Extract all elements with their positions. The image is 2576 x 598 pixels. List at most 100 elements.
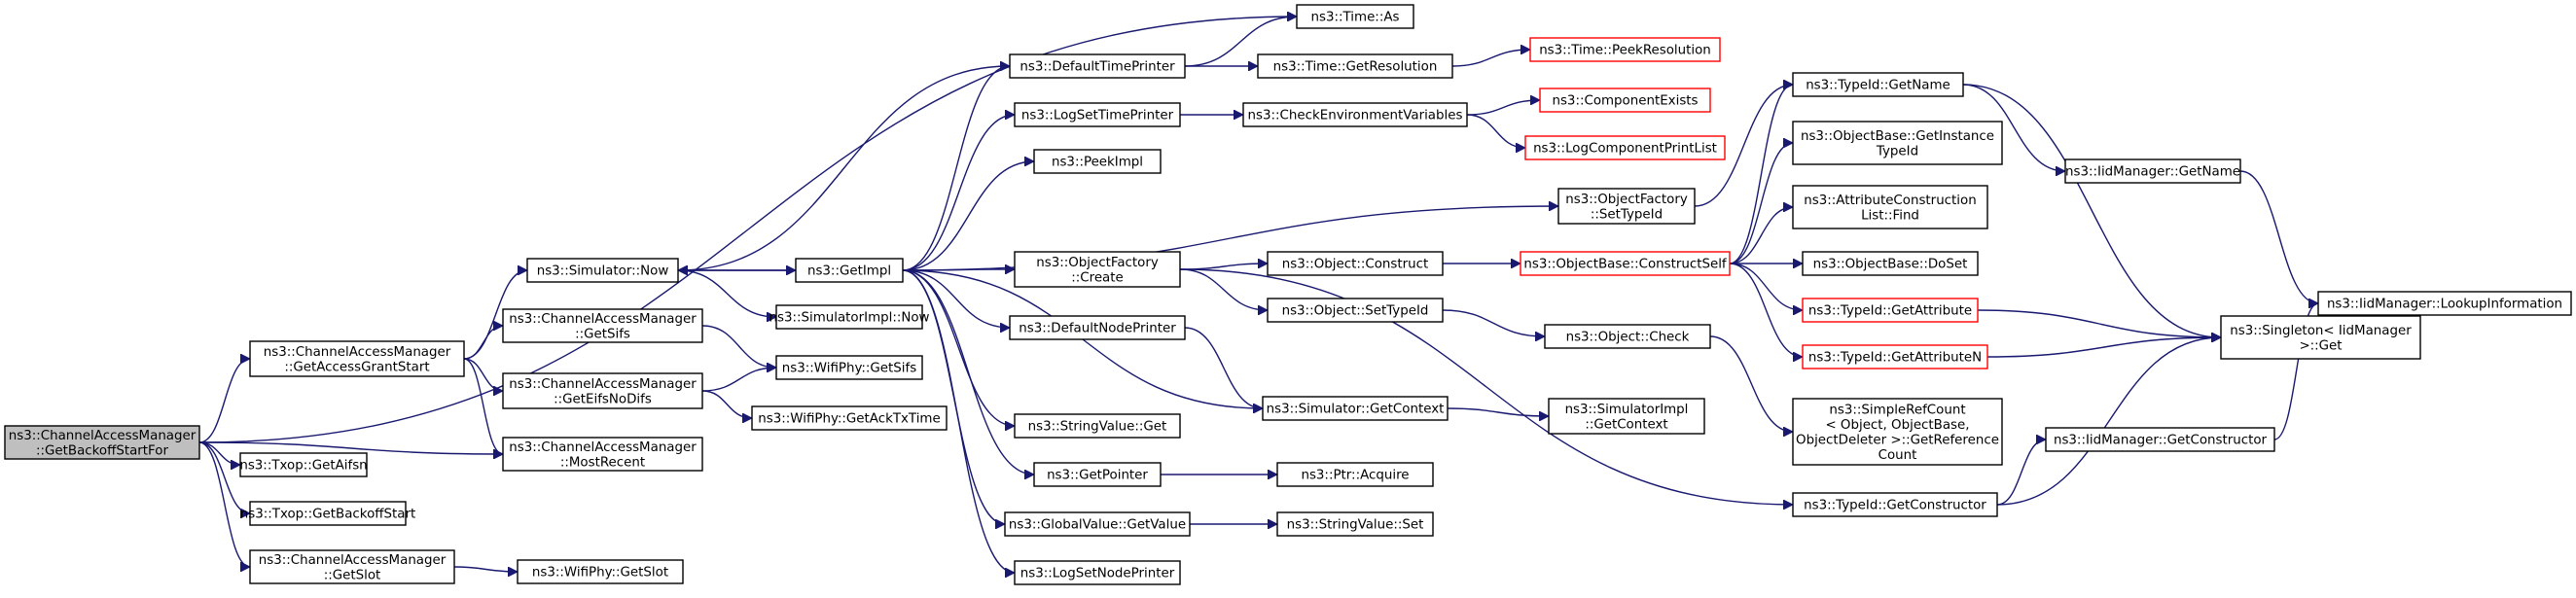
- node-simplerefcount[interactable]: ns3::SimpleRefCount< Object, ObjectBase,…: [1792, 398, 2003, 466]
- node-logcpl[interactable]: ns3::LogComponentPrintList: [1524, 135, 1726, 160]
- node-label: ns3::Object::Construct: [1282, 258, 1429, 272]
- node-box: [502, 372, 703, 409]
- node-iidgetctor[interactable]: ns3::IidManager::GetConstructor: [2045, 427, 2275, 452]
- edge-line: [1729, 207, 1794, 264]
- node-label: ns3::Time::GetResolution: [1273, 60, 1438, 75]
- node-gags[interactable]: ns3::ChannelAccessManager::GetAccessGran…: [249, 340, 465, 377]
- node-box: [502, 437, 703, 472]
- node-wifigetslot[interactable]: ns3::WifiPhy::GetSlot: [517, 559, 684, 584]
- edge-line: [198, 441, 503, 454]
- node-tidgetname[interactable]: ns3::TypeId::GetName: [1792, 72, 1964, 97]
- node-peekimpl[interactable]: ns3::PeekImpl: [1033, 149, 1162, 174]
- edge-line: [1729, 263, 1803, 310]
- node-label: ns3::ObjectFactory: [1565, 193, 1688, 207]
- node-tidgetattrn[interactable]: ns3::TypeId::GetAttributeN: [1802, 344, 1988, 369]
- edge-getimpl-to-defnp: [902, 269, 1010, 328]
- edge-ofcreate-to-tidgetctor: [1179, 268, 1793, 505]
- node-simnow[interactable]: ns3::Simulator::Now: [526, 258, 679, 283]
- edge-line: [1996, 337, 2221, 506]
- edge-obconstructself-to-tidgetattrn: [1729, 263, 1804, 357]
- node-defnp[interactable]: ns3::DefaultNodePrinter: [1009, 315, 1186, 340]
- node-box: [1267, 298, 1444, 323]
- node-simimplnow[interactable]: ns3::SimulatorImpl::Now: [769, 304, 930, 330]
- node-simgetctx[interactable]: ns3::Simulator::GetContext: [1262, 396, 1449, 421]
- node-aifsn[interactable]: ns3::Txop::GetAifsn: [239, 452, 368, 477]
- node-label: ns3::ChannelAccessManager: [264, 345, 451, 360]
- node-obconstructself[interactable]: ns3::ObjectBase::ConstructSelf: [1520, 251, 1731, 276]
- node-simimplctx[interactable]: ns3::SimulatorImpl::GetContext: [1548, 398, 1705, 435]
- node-label: ::MostRecent: [560, 455, 645, 470]
- node-label: ns3::IidManager::LookupInformation: [2327, 298, 2562, 312]
- node-label: ns3::StringValue::Get: [1028, 420, 1167, 435]
- node-objsettypeid[interactable]: ns3::Object::SetTypeId: [1267, 298, 1444, 323]
- node-tidgetctor[interactable]: ns3::TypeId::GetConstructor: [1792, 492, 1998, 517]
- node-peekres[interactable]: ns3::Time::PeekResolution: [1529, 37, 1721, 62]
- node-gvget[interactable]: ns3::GlobalValue::GetValue: [1004, 511, 1191, 537]
- node-box: [1014, 413, 1181, 439]
- edge-getslot-to-wifigetslot: [453, 566, 518, 572]
- edge-iidgetname-to-iidlookup: [2239, 170, 2319, 303]
- node-iidlookup[interactable]: ns3::IidManager::LookupInformation: [2317, 291, 2572, 316]
- edge-obconstructself-to-acfind: [1729, 207, 1794, 264]
- node-svget[interactable]: ns3::StringValue::Get: [1014, 413, 1181, 439]
- node-box: [1792, 185, 1988, 229]
- node-label: ns3::ChannelAccessManager: [259, 553, 447, 568]
- edge-getimpl-to-logstp: [902, 115, 1015, 271]
- node-label: ::GetAccessGrantStart: [284, 360, 429, 374]
- node-getimpl[interactable]: ns3::GetImpl: [795, 258, 904, 283]
- edge-getimpl-to-logsnp: [902, 269, 1015, 573]
- node-box: [1257, 53, 1453, 79]
- edge-tidgetctor-to-iidgetctor: [1996, 440, 2047, 506]
- node-objcheck[interactable]: ns3::Object::Check: [1544, 324, 1711, 349]
- node-getpointer[interactable]: ns3::GetPointer: [1033, 462, 1162, 487]
- node-box: [1033, 149, 1162, 174]
- node-timegetres[interactable]: ns3::Time::GetResolution: [1257, 53, 1453, 79]
- node-mostrecent[interactable]: ns3::ChannelAccessManager::MostRecent: [502, 437, 703, 472]
- edge-line: [1184, 327, 1263, 408]
- node-logsnp[interactable]: ns3::LogSetNodePrinter: [1014, 560, 1181, 585]
- node-wifigetsifs[interactable]: ns3::WifiPhy::GetSifs: [775, 355, 923, 380]
- node-getslot[interactable]: ns3::ChannelAccessManager::GetSlot: [249, 549, 455, 584]
- edge-line: [1986, 337, 2221, 358]
- node-box: [1267, 251, 1444, 276]
- node-ptracq[interactable]: ns3::Ptr::Acquire: [1276, 462, 1434, 487]
- node-label: ::GetBackoffStartFor: [36, 443, 168, 458]
- node-iidgetname[interactable]: ns3::IidManager::GetName: [2064, 158, 2241, 184]
- node-label: ns3::Object::Check: [1566, 331, 1690, 345]
- node-label: ns3::StringValue::Set: [1287, 518, 1424, 533]
- node-ofcreate[interactable]: ns3::ObjectFactory::Create: [1014, 251, 1181, 288]
- node-box: [2064, 158, 2241, 184]
- node-box: [751, 405, 948, 431]
- edge-gags-to-getsifs: [463, 326, 504, 360]
- node-ackt[interactable]: ns3::WifiPhy::GetAckTxTime: [751, 405, 948, 431]
- node-root: ns3::ChannelAccessManager::GetBackoffSta…: [4, 425, 200, 460]
- node-tidgetattr[interactable]: ns3::TypeId::GetAttribute: [1802, 298, 1979, 323]
- node-ofsettypeid[interactable]: ns3::ObjectFactory::SetTypeId: [1557, 188, 1696, 225]
- node-checkenv[interactable]: ns3::CheckEnvironmentVariables: [1242, 102, 1468, 127]
- edge-timegetres-to-peekres: [1451, 50, 1530, 67]
- node-label: Count: [1878, 448, 1917, 463]
- edge-objsettypeid-to-objcheck: [1442, 309, 1545, 336]
- node-bostart[interactable]: ns3::Txop::GetBackoffStart: [240, 501, 415, 526]
- node-label: ns3::ChannelAccessManager: [509, 377, 697, 392]
- node-eifs[interactable]: ns3::ChannelAccessManager::GetEifsNoDifs: [502, 372, 703, 409]
- node-label: ns3::WifiPhy::GetSlot: [532, 566, 668, 580]
- node-label: ns3::LogSetNodePrinter: [1020, 567, 1175, 581]
- edge-line: [902, 115, 1015, 271]
- node-objconstruct[interactable]: ns3::Object::Construct: [1267, 251, 1444, 276]
- node-getsifs[interactable]: ns3::ChannelAccessManager::GetSifs: [502, 308, 703, 343]
- node-singleton[interactable]: ns3::Singleton< IidManager>::Get: [2220, 315, 2421, 360]
- node-svset[interactable]: ns3::StringValue::Set: [1276, 511, 1434, 537]
- node-obdoset[interactable]: ns3::ObjectBase::DoSet: [1802, 251, 1979, 276]
- node-deftp[interactable]: ns3::DefaultTimePrinter: [1009, 53, 1186, 79]
- node-label: ns3::ObjectBase::DoSet: [1813, 258, 1968, 272]
- node-compexists[interactable]: ns3::ComponentExists: [1539, 88, 1711, 113]
- node-logstp[interactable]: ns3::LogSetTimePrinter: [1014, 102, 1181, 127]
- edge-eifs-to-ackt: [701, 390, 753, 418]
- node-timeas[interactable]: ns3::Time::As: [1296, 4, 1414, 29]
- edge-obconstructself-to-obgetinst: [1729, 143, 1794, 264]
- node-label: ns3::TypeId::GetAttributeN: [1808, 351, 1982, 366]
